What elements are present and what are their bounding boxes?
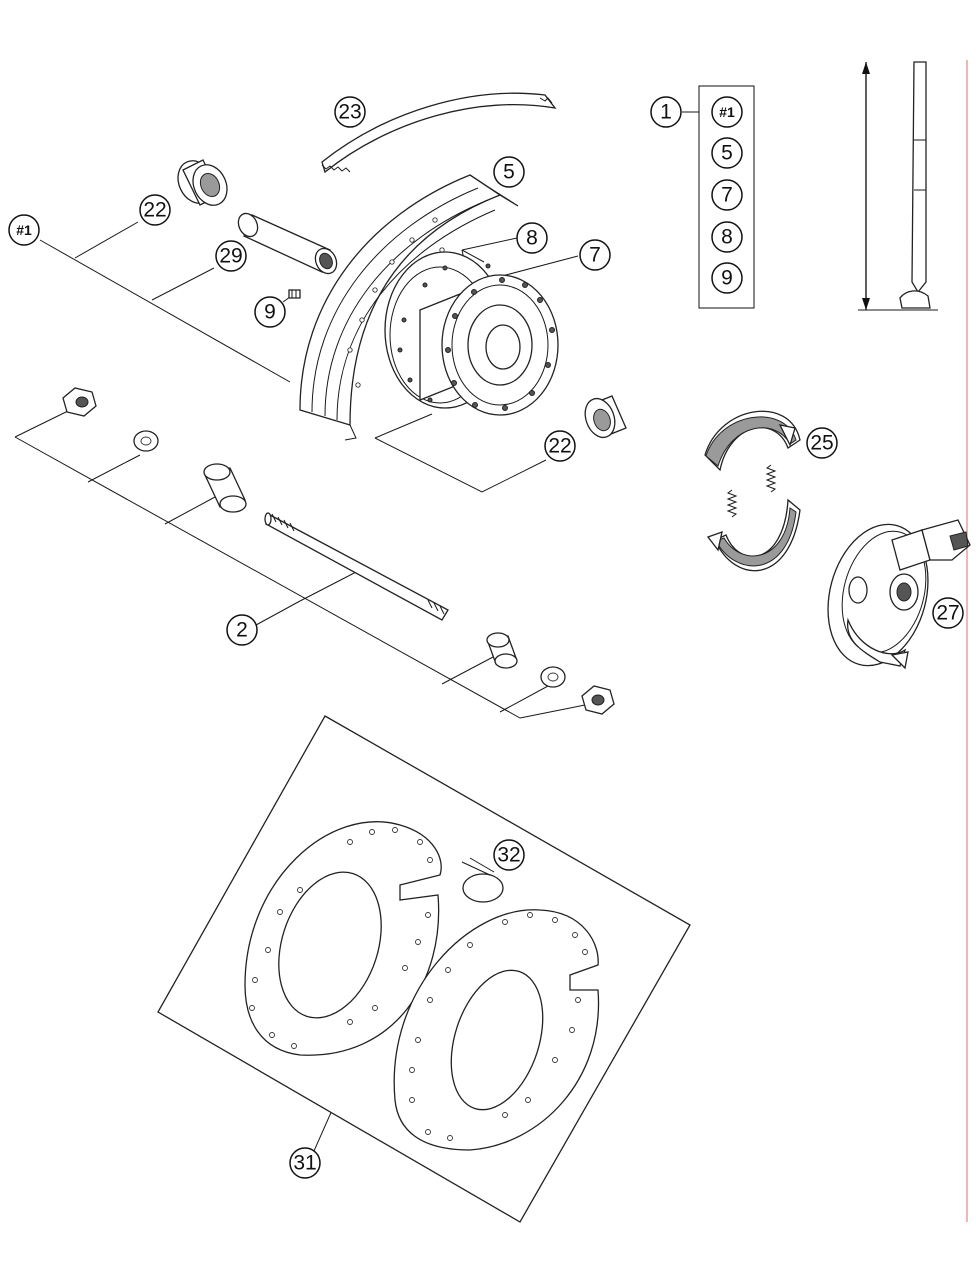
screw (288, 289, 301, 299)
svg-text:25: 25 (810, 432, 833, 455)
callout-31: 31 (289, 1147, 321, 1179)
rim-tape (321, 92, 557, 174)
callout-23: 23 (334, 96, 366, 128)
sticker-sheet (157, 715, 691, 1223)
spoke (858, 61, 938, 311)
callout-25: 25 (806, 427, 838, 459)
callout-7: 7 (579, 239, 611, 271)
kit-item-9: 9 (711, 262, 743, 294)
spacer-right (486, 632, 518, 669)
svg-text:32: 32 (497, 844, 520, 867)
cable-tie (461, 857, 504, 903)
nut-left (62, 387, 97, 417)
callout-32: 32 (493, 839, 525, 871)
callout-1: 1 (650, 96, 682, 128)
callout-27: 27 (932, 597, 964, 629)
svg-text:22: 22 (143, 199, 166, 222)
axle (264, 512, 449, 621)
svg-text:29: 29 (219, 245, 242, 268)
bearing-lower (584, 395, 627, 439)
svg-text:22: 22 (548, 435, 571, 458)
svg-text:5: 5 (503, 161, 515, 184)
svg-text:#1: #1 (16, 222, 32, 238)
wheel-hub (384, 251, 559, 416)
callout-8: 8 (516, 222, 548, 254)
svg-text:5: 5 (721, 142, 733, 165)
brake-shoes (704, 410, 801, 572)
svg-text:9: 9 (721, 267, 733, 290)
callout-9: 9 (254, 296, 286, 328)
bearing-upper (177, 159, 228, 206)
kit-item-5: 5 (711, 137, 743, 169)
callout-22-upper: 22 (139, 194, 171, 226)
svg-text:7: 7 (589, 244, 601, 267)
callout-22-lower: 22 (544, 430, 576, 462)
callout-5: 5 (493, 156, 525, 188)
svg-text:31: 31 (293, 1152, 316, 1175)
leader-lines (14, 111, 700, 1161)
svg-text:8: 8 (526, 227, 538, 250)
svg-text:#1: #1 (719, 104, 735, 120)
svg-text:9: 9 (264, 301, 276, 324)
svg-text:7: 7 (721, 184, 733, 207)
callout-ref-1: #1 (8, 214, 40, 246)
svg-text:2: 2 (236, 619, 248, 642)
wheel-rim (299, 174, 519, 441)
svg-text:23: 23 (338, 101, 361, 124)
nut-right (581, 685, 615, 715)
svg-text:1: 1 (660, 101, 672, 124)
brake-plate (827, 519, 971, 670)
callout-29: 29 (215, 240, 247, 272)
svg-text:27: 27 (936, 602, 959, 625)
washer-left (133, 430, 159, 452)
callout-2: 2 (226, 614, 258, 646)
kit-item-8: 8 (711, 221, 743, 253)
kit-item-ref-1: #1 (711, 96, 743, 128)
spacer-left (203, 463, 247, 513)
spacer-sleeve (237, 212, 338, 275)
washer-right (540, 666, 566, 688)
kit-item-7: 7 (711, 179, 743, 211)
svg-text:8: 8 (721, 226, 733, 249)
